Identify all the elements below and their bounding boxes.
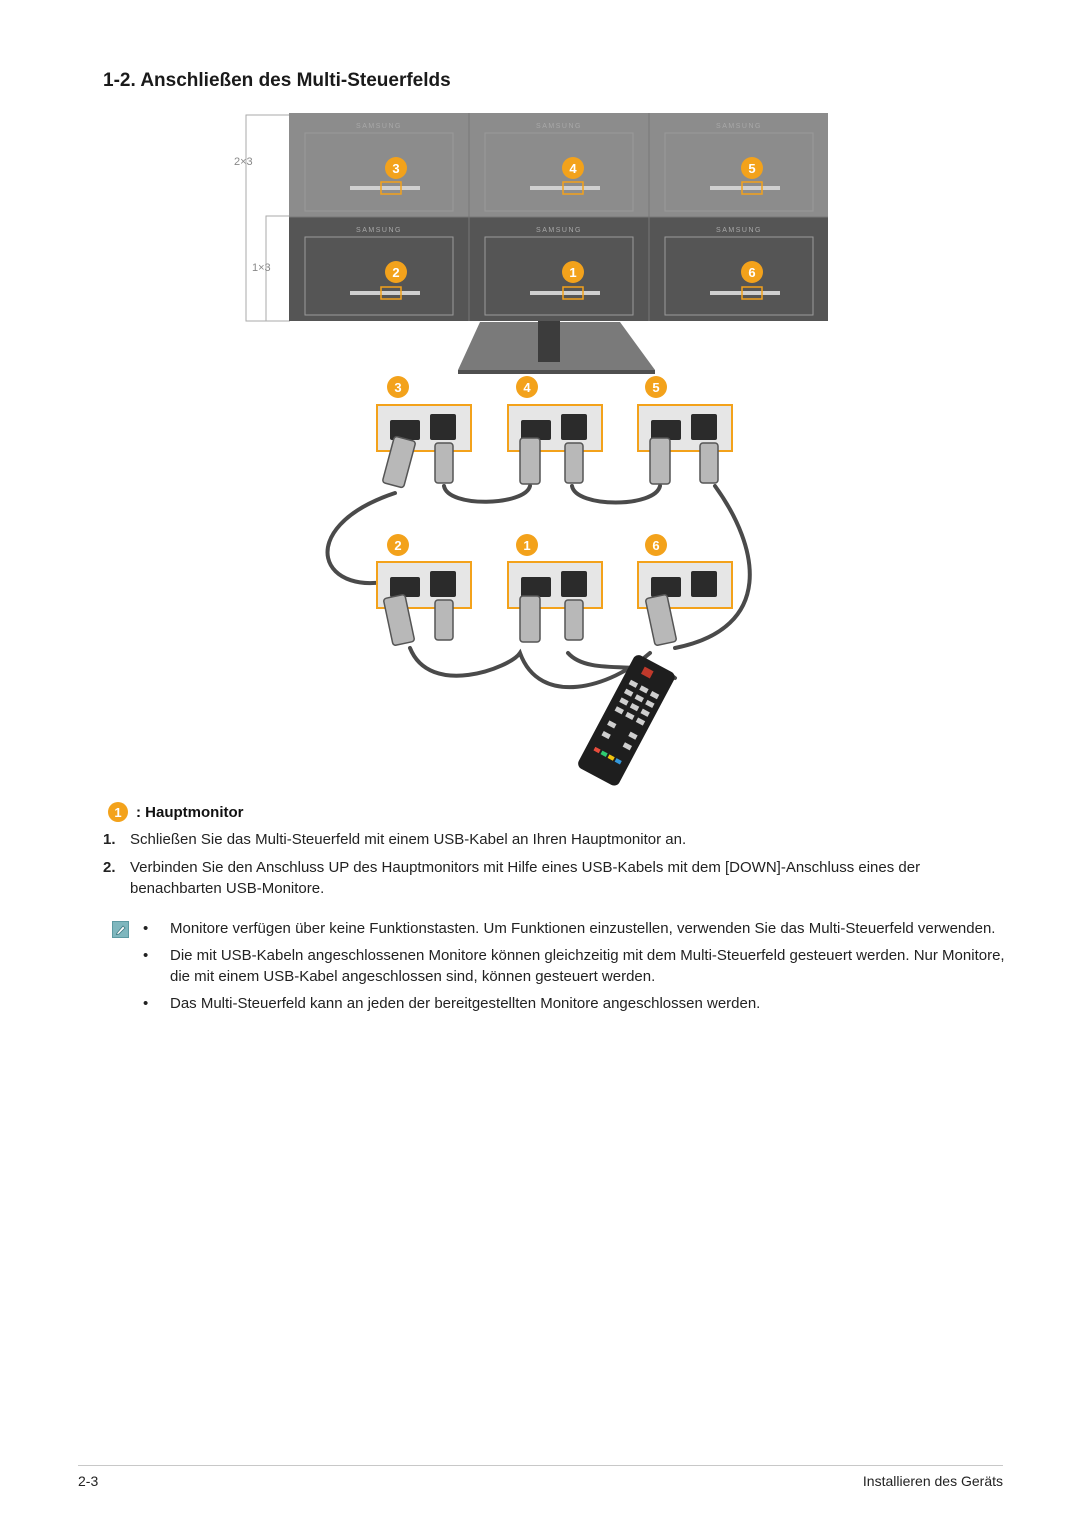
page-number: 2-3 [78,1473,99,1489]
main-monitor-legend: 1 : Hauptmonitor [108,801,243,823]
badge-number: 6 [748,265,755,280]
step-item: 1. Schließen Sie das Multi-Steuerfeld mi… [103,829,1003,850]
badge-number: 2 [394,538,401,553]
bullet: • [143,995,149,1012]
badge-number: 4 [569,161,577,176]
step-text: Verbinden Sie den Anschluss UP des Haupt… [130,859,921,897]
brand-label: SAMSUNG [356,123,402,130]
bullet: • [143,947,149,964]
notes-list: • Monitore verfügen über keine Funktions… [143,918,1005,1020]
badge-number: 6 [652,538,659,553]
diagram-badges: 3 4 5 2 1 6 [387,376,667,556]
badge-number: 5 [652,380,659,395]
brand-label: SAMSUNG [536,123,582,130]
multi-control-remote [578,655,675,786]
note-item: • Die mit USB-Kabeln angeschlossenen Mon… [143,945,1005,987]
grid-label-lower: 1×3 [252,262,271,274]
badge-number: 5 [748,161,755,176]
note-pencil-icon [112,921,129,938]
brand-label: SAMSUNG [356,227,402,234]
legend-number-badge: 1 [108,802,128,822]
section-title: 1-2. Anschließen des Multi-Steuerfelds [103,70,451,91]
note-text: Die mit USB-Kabeln angeschlossenen Monit… [170,947,1005,985]
badge-number: 4 [523,380,531,395]
note-item: • Monitore verfügen über keine Funktions… [143,918,1005,939]
step-item: 2. Verbinden Sie den Anschluss UP des Ha… [103,857,1003,899]
badge-number: 3 [394,380,401,395]
grid-label-upper: 2×3 [234,156,253,168]
wall-badges: 3 4 5 2 1 6 [385,157,763,283]
steps-list: 1. Schließen Sie das Multi-Steuerfeld mi… [103,829,1003,906]
connection-figure: 2×3 1×3 SAMSUNG SAMSUNG SAMSUNG SAMSUNG [234,113,828,786]
chapter-title: Installieren des Geräts [862,1473,1003,1489]
badge-number: 2 [392,265,399,280]
legend-text: : Hauptmonitor [136,803,244,821]
brand-label: SAMSUNG [716,227,762,234]
usb-plugs [382,435,719,646]
brand-label: SAMSUNG [536,227,582,234]
footer-divider [78,1465,1003,1466]
dimension-brackets [245,114,290,322]
badge-number: 1 [523,538,530,553]
note-text: Monitore verfügen über keine Funktionsta… [170,920,996,937]
step-number: 1. [103,831,116,848]
brand-label: SAMSUNG [716,123,762,130]
step-number: 2. [103,859,116,876]
note-item: • Das Multi-Steuerfeld kann an jeden der… [143,993,1005,1014]
port-boxes [376,404,733,609]
step-text: Schließen Sie das Multi-Steuerfeld mit e… [130,831,687,848]
bullet: • [143,920,149,937]
badge-number: 1 [569,265,576,280]
note-text: Das Multi-Steuerfeld kann an jeden der b… [170,995,761,1012]
badge-number: 3 [392,161,399,176]
monitor-wall: SAMSUNG SAMSUNG SAMSUNG SAMSUNG SAMSUNG … [289,113,828,321]
